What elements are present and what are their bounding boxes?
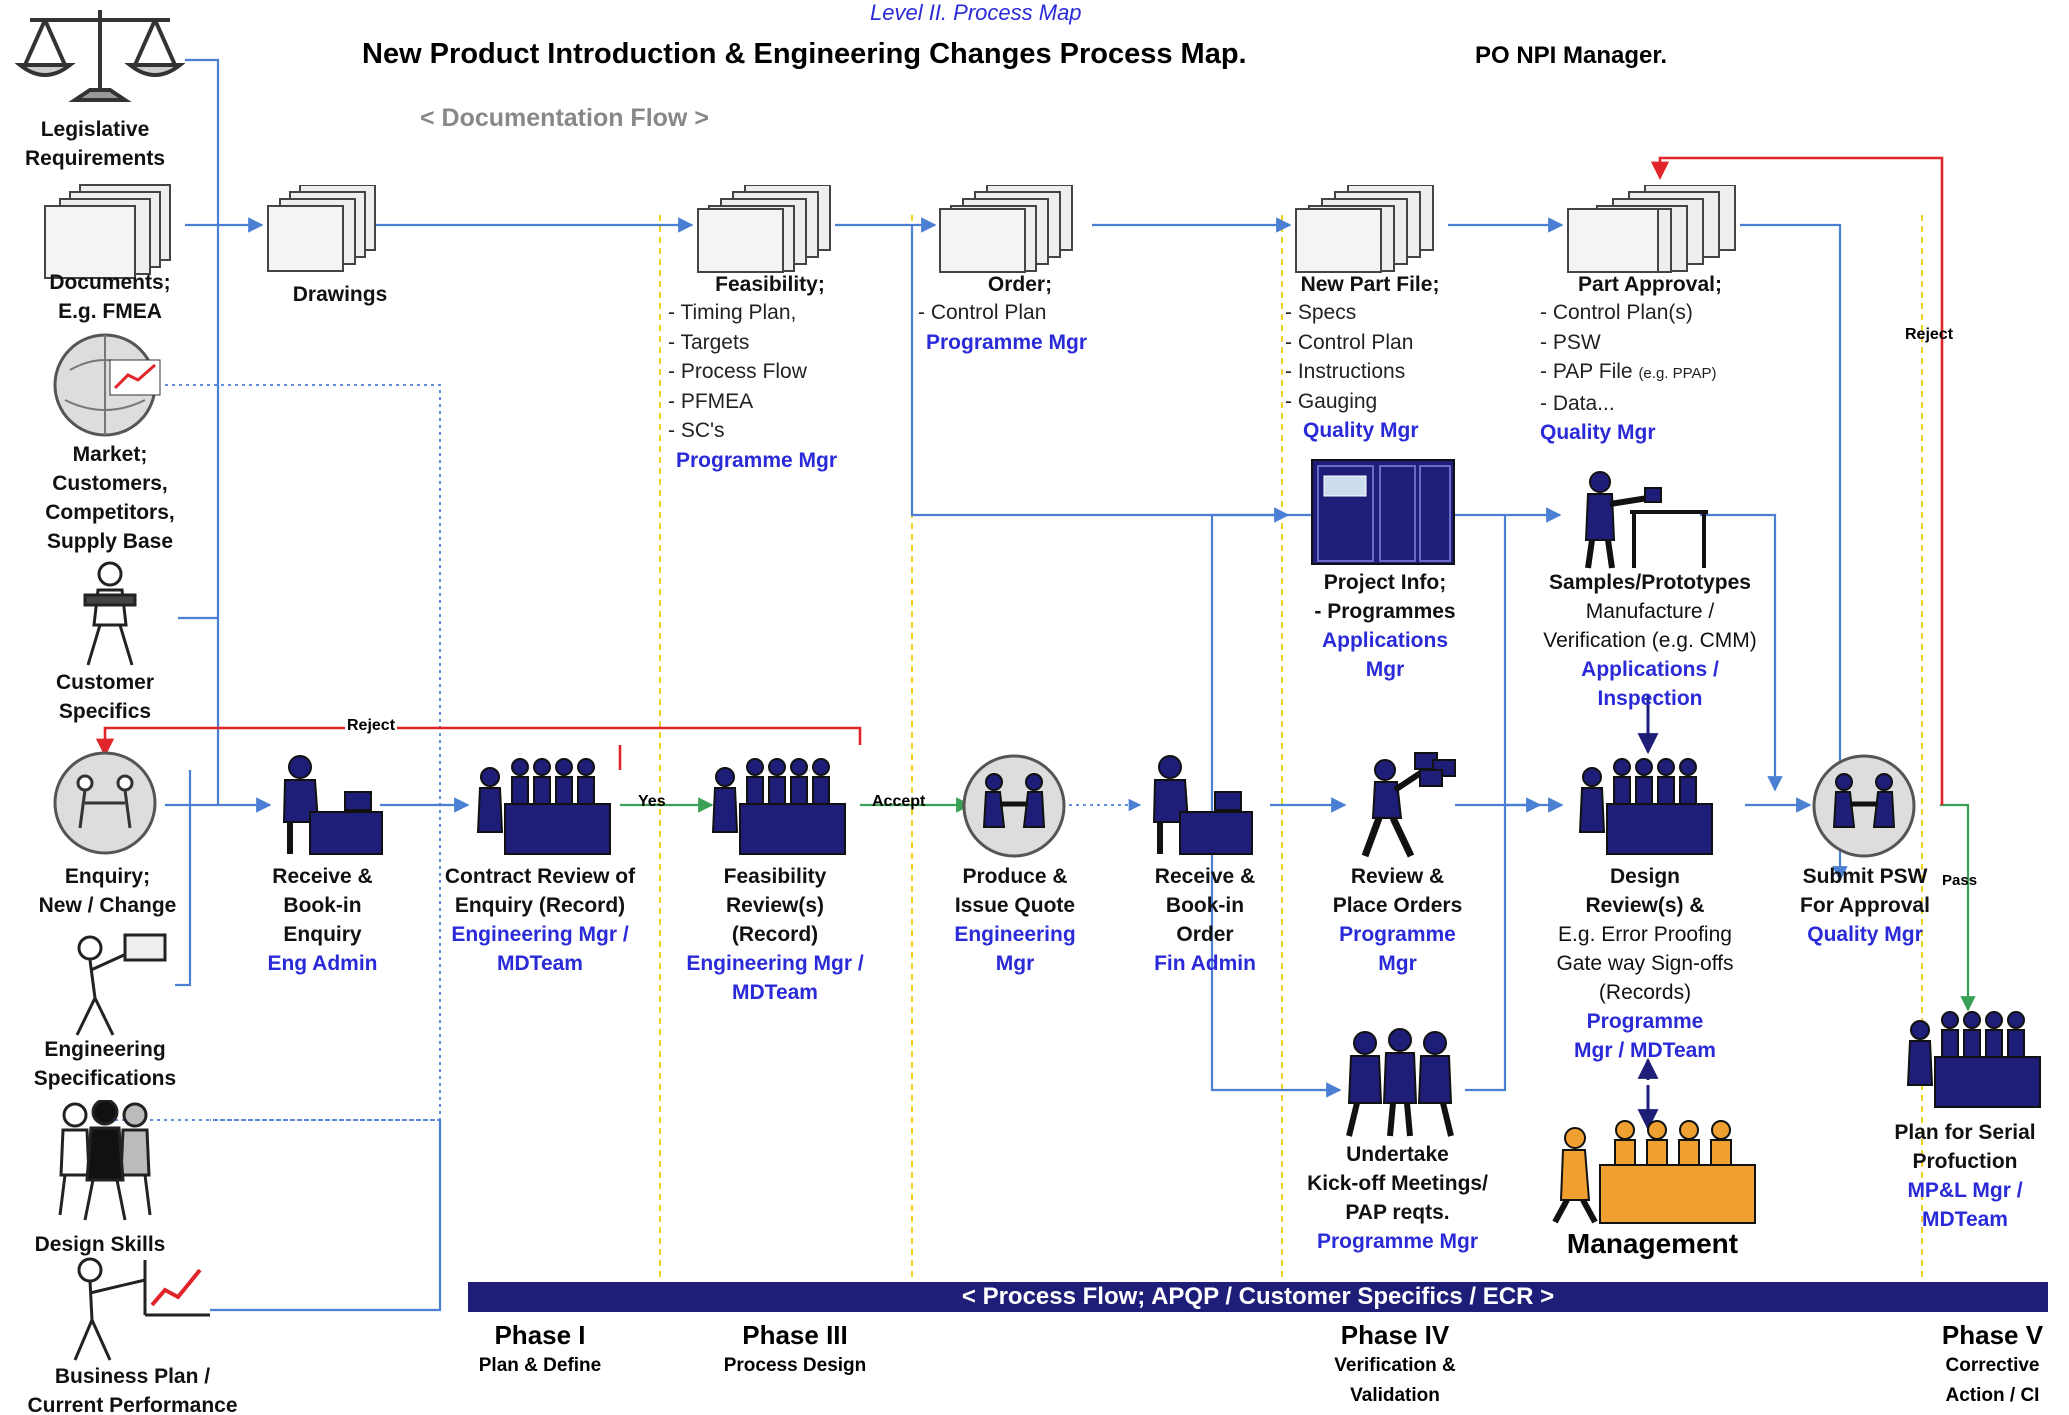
- drawings-doc-icon: [267, 185, 376, 272]
- order-doc-icon: [939, 185, 1073, 273]
- pap-note: (e.g. PPAP): [1638, 365, 1717, 382]
- engineering-figure-icon: [75, 933, 167, 1036]
- order-items: - Control Plan Programme Mgr: [918, 298, 1087, 357]
- reject-left-label: Reject: [345, 717, 398, 735]
- feasibility-owner: Programme Mgr: [676, 448, 838, 472]
- documentation-flow-label: < Documentation Flow >: [420, 104, 709, 132]
- feasibility-items: - Timing Plan,- Targets- Process Flow- P…: [668, 298, 837, 475]
- reject-right-label: Reject: [1905, 326, 1954, 343]
- submit-psw-globe-icon: [1812, 754, 1916, 858]
- plan-serial-team-icon: [1906, 1011, 2041, 1108]
- order-owner: Programme Mgr: [926, 330, 1088, 354]
- feasibility-review-team-icon: [711, 758, 846, 855]
- part-approval-owner: Quality Mgr: [1540, 421, 1656, 444]
- new-part-file-title: New Part File;: [1300, 273, 1440, 296]
- design-skills-label: Design Skills: [34, 1233, 166, 1256]
- operator-bench-icon: [1584, 471, 1708, 569]
- admin-desk-icon: [282, 755, 383, 855]
- input-bus-lines: [165, 58, 272, 987]
- new-part-file-owner: Quality Mgr: [1303, 419, 1419, 442]
- owner-label: PO NPI Manager.: [1475, 42, 1668, 69]
- accept-label: Accept: [872, 793, 926, 810]
- new-part-file-items: - Specs- Control Plan- Instructions- Gau…: [1285, 298, 1419, 446]
- part-approval-items: - Control Plan(s)- PSW - PAP File (e.g. …: [1540, 298, 1717, 448]
- samples-label: Samples/Prototypes Manufacture /Verifica…: [1543, 571, 1757, 710]
- scales-icon: [15, 10, 185, 102]
- part-approval-doc-icon: [1567, 185, 1736, 273]
- management-label: Management: [1566, 1228, 1739, 1259]
- management-team-icon: [1552, 1120, 1756, 1224]
- business-plan-line: [210, 1120, 442, 1312]
- feasibility-title: Feasibility;: [715, 273, 825, 296]
- business-plan-label: Business Plan /Current Performance: [27, 1365, 238, 1415]
- process-flow-lines: [380, 507, 1812, 1098]
- order-title: Order;: [987, 273, 1053, 296]
- page-subtitle: Level II. Process Map: [870, 0, 1082, 25]
- handshake-globe-icon: [962, 754, 1066, 858]
- enquiry-globe-icon: [53, 751, 157, 855]
- process-flow-banner: [468, 1282, 2048, 1312]
- reject-lines: [95, 156, 1944, 805]
- part-approval-title: Part Approval;: [1578, 273, 1722, 296]
- kickoff-team-icon: [1346, 1028, 1454, 1137]
- yes-label: Yes: [638, 793, 666, 810]
- courier-icon: [1361, 752, 1456, 858]
- new-part-file-doc-icon: [1295, 185, 1434, 273]
- process-flow-banner-label: < Process Flow; APQP / Customer Specific…: [961, 1283, 1555, 1310]
- drawings-label: Drawings: [292, 283, 388, 306]
- design-review-team-icon: [1578, 758, 1713, 855]
- business-plan-icon: [73, 1257, 210, 1361]
- enquiry-label: Enquiry;New / Change: [38, 865, 177, 917]
- page-title: New Product Introduction & Engineering C…: [362, 38, 1247, 70]
- pass-label: Pass: [1942, 872, 1978, 889]
- feasibility-doc-icon: [697, 185, 831, 273]
- machine-icon: [1311, 459, 1455, 565]
- design-skills-group-icon: [58, 1100, 152, 1221]
- documents-stack-icon: [44, 184, 171, 279]
- market-globe-icon: [53, 333, 161, 437]
- accept-lines: [620, 797, 1976, 1012]
- contract-review-team-icon: [476, 758, 611, 855]
- customer-figure-icon: [83, 561, 137, 666]
- order-desk-icon: [1152, 755, 1253, 855]
- dotted-input-lines: [115, 384, 441, 1121]
- documents-label: Documents;E.g. FMEA: [49, 271, 171, 323]
- market-label: Market;Customers,Competitors,Supply Base: [45, 443, 175, 553]
